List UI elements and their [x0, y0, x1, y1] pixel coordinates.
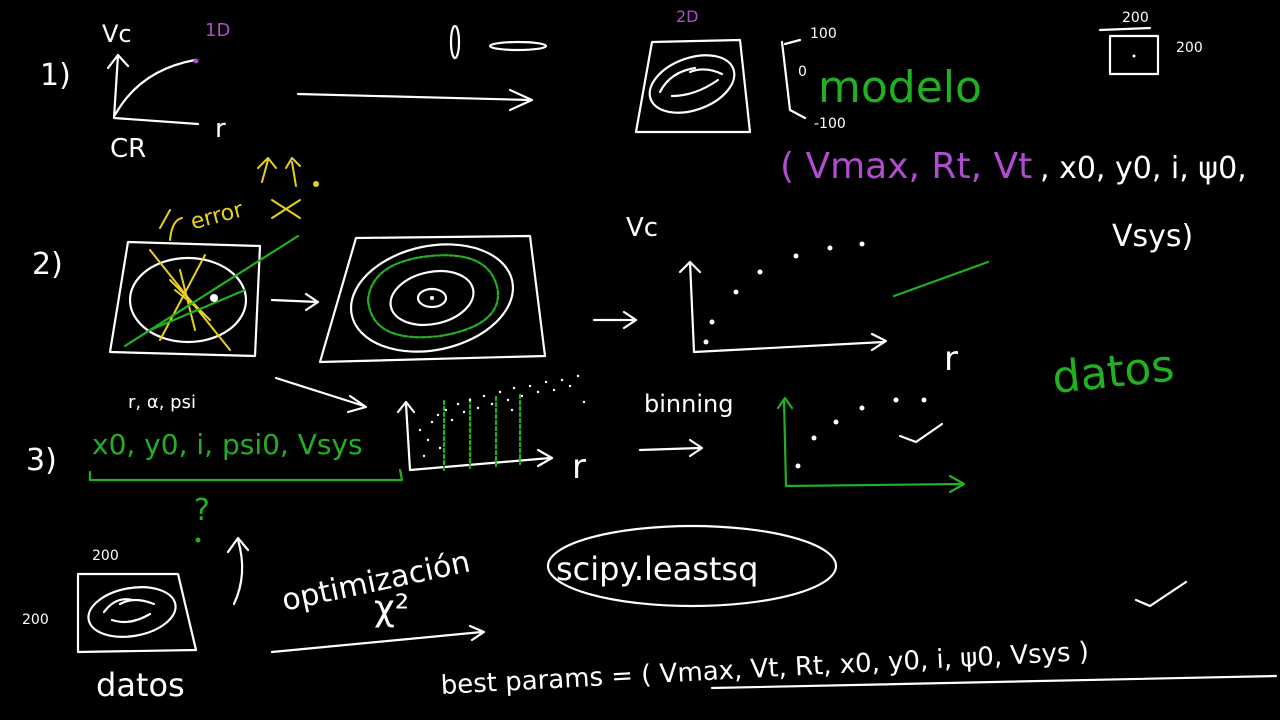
params-continued: Vsys): [1112, 219, 1193, 254]
arrow-right-icon: [592, 310, 638, 330]
galaxy-2d-model-sketch: [634, 38, 752, 134]
vc-axis-label-2: Vc: [626, 213, 658, 243]
rotation-curve-data-sketch: [678, 241, 888, 354]
checkmark-icon: [892, 260, 990, 298]
step-2-label: 2): [32, 247, 63, 282]
rotation-curve-sketch: [106, 53, 200, 126]
r-axis-label-2: r: [944, 339, 958, 379]
vc-axis-label-1: Vc: [102, 20, 132, 48]
scipy-label: scipy.leastsq: [556, 550, 758, 588]
label-2d: 2D: [676, 7, 699, 26]
error-arrows-icon: [257, 157, 319, 219]
cr-label: CR: [110, 134, 146, 164]
question-mark: ?: [194, 493, 210, 528]
coords-caption: r, α, psi: [128, 392, 196, 413]
datos-label-white: datos: [96, 666, 185, 704]
velocity-scale-sketch: [780, 38, 807, 120]
arrow-right-icon: [638, 438, 704, 458]
data-galaxy-sketch: [76, 572, 198, 654]
params-purple: ( Vmax, Rt, Vt: [780, 146, 1032, 187]
scatter-cloud-sketch: [396, 374, 586, 472]
label-1d: 1D: [205, 20, 230, 41]
data-box-side-label: 200: [22, 612, 49, 628]
arrow-right-icon: [296, 88, 534, 112]
curved-arrow-icon: [226, 536, 250, 606]
box-side-label: 200: [1176, 40, 1203, 56]
data-box-top-label: 200: [92, 548, 119, 564]
binning-label: binning: [644, 390, 733, 418]
error-label: error: [188, 197, 247, 235]
scale-tick-top: 100: [810, 26, 837, 42]
binned-curve-sketch: [776, 396, 966, 494]
scipy-bubble: [546, 524, 838, 608]
chi-squared-label: χ²: [374, 588, 409, 629]
galaxy-error-sketch: [108, 209, 300, 358]
scale-tick-mid: 0: [798, 64, 807, 80]
scale-tick-bottom: -100: [814, 116, 846, 132]
r-axis-label-3: r: [572, 447, 586, 487]
datos-label-green: datos: [1050, 340, 1177, 403]
box-top-label: 200: [1122, 10, 1149, 26]
geometric-params-green: x0, y0, i, psi0, Vsys: [92, 428, 363, 461]
checkmark-icon: [1134, 580, 1188, 608]
arrow-diagonal-icon: [274, 376, 368, 414]
step-3-label: 3): [26, 443, 57, 478]
edge-on-galaxy-sketch: [449, 24, 548, 60]
best-params-label: best params = ( Vmax, Vt, Rt, x0, y0, i,…: [440, 637, 1090, 701]
best-params-underline: [710, 674, 1278, 690]
arrow-right-icon: [270, 624, 486, 654]
r-axis-label-1: r: [215, 114, 226, 144]
square-box-sketch: [1098, 26, 1160, 76]
underline-bracket: [88, 468, 404, 482]
arrow-right-icon: [270, 292, 320, 312]
params-white: , x0, y0, i, ψ0,: [1040, 151, 1247, 186]
galaxy-contour-sketch: [318, 234, 547, 364]
modelo-label: modelo: [818, 62, 982, 113]
step-1-label: 1): [40, 58, 71, 93]
